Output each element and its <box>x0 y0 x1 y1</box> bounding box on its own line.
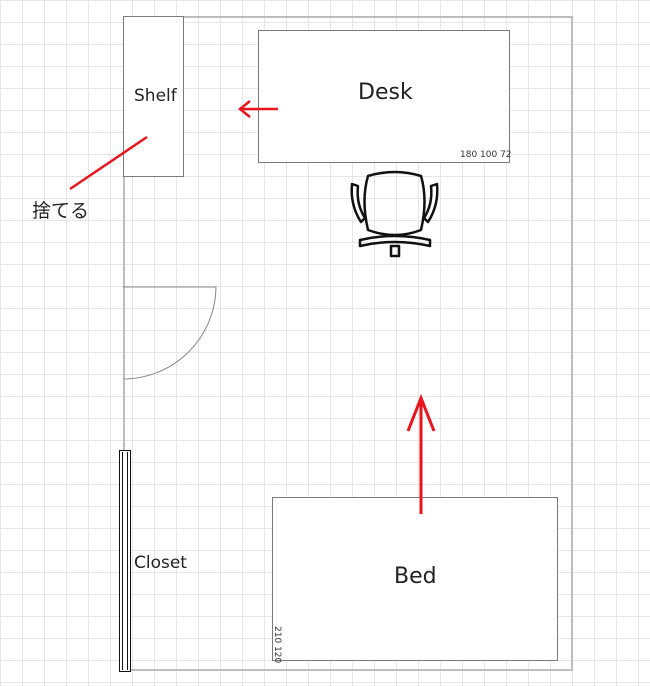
closet-inner-line <box>122 452 128 670</box>
desk[interactable] <box>258 30 510 163</box>
closet-label: Closet <box>134 553 187 573</box>
door-swing-icon <box>122 286 217 380</box>
move-left-arrow <box>237 100 278 118</box>
office-chair-icon[interactable] <box>350 170 439 258</box>
bed-label: Bed <box>394 564 437 589</box>
shelf[interactable] <box>123 16 184 177</box>
move-up-arrow <box>406 393 436 514</box>
desk-label: Desk <box>358 80 413 105</box>
bed[interactable] <box>272 497 558 661</box>
discard-note: 捨てる <box>32 200 90 222</box>
discard-pointer-line <box>69 135 148 191</box>
shelf-label: Shelf <box>134 86 177 106</box>
desk-dimensions: 180 100 72 <box>460 150 512 160</box>
room-outline <box>123 16 573 671</box>
